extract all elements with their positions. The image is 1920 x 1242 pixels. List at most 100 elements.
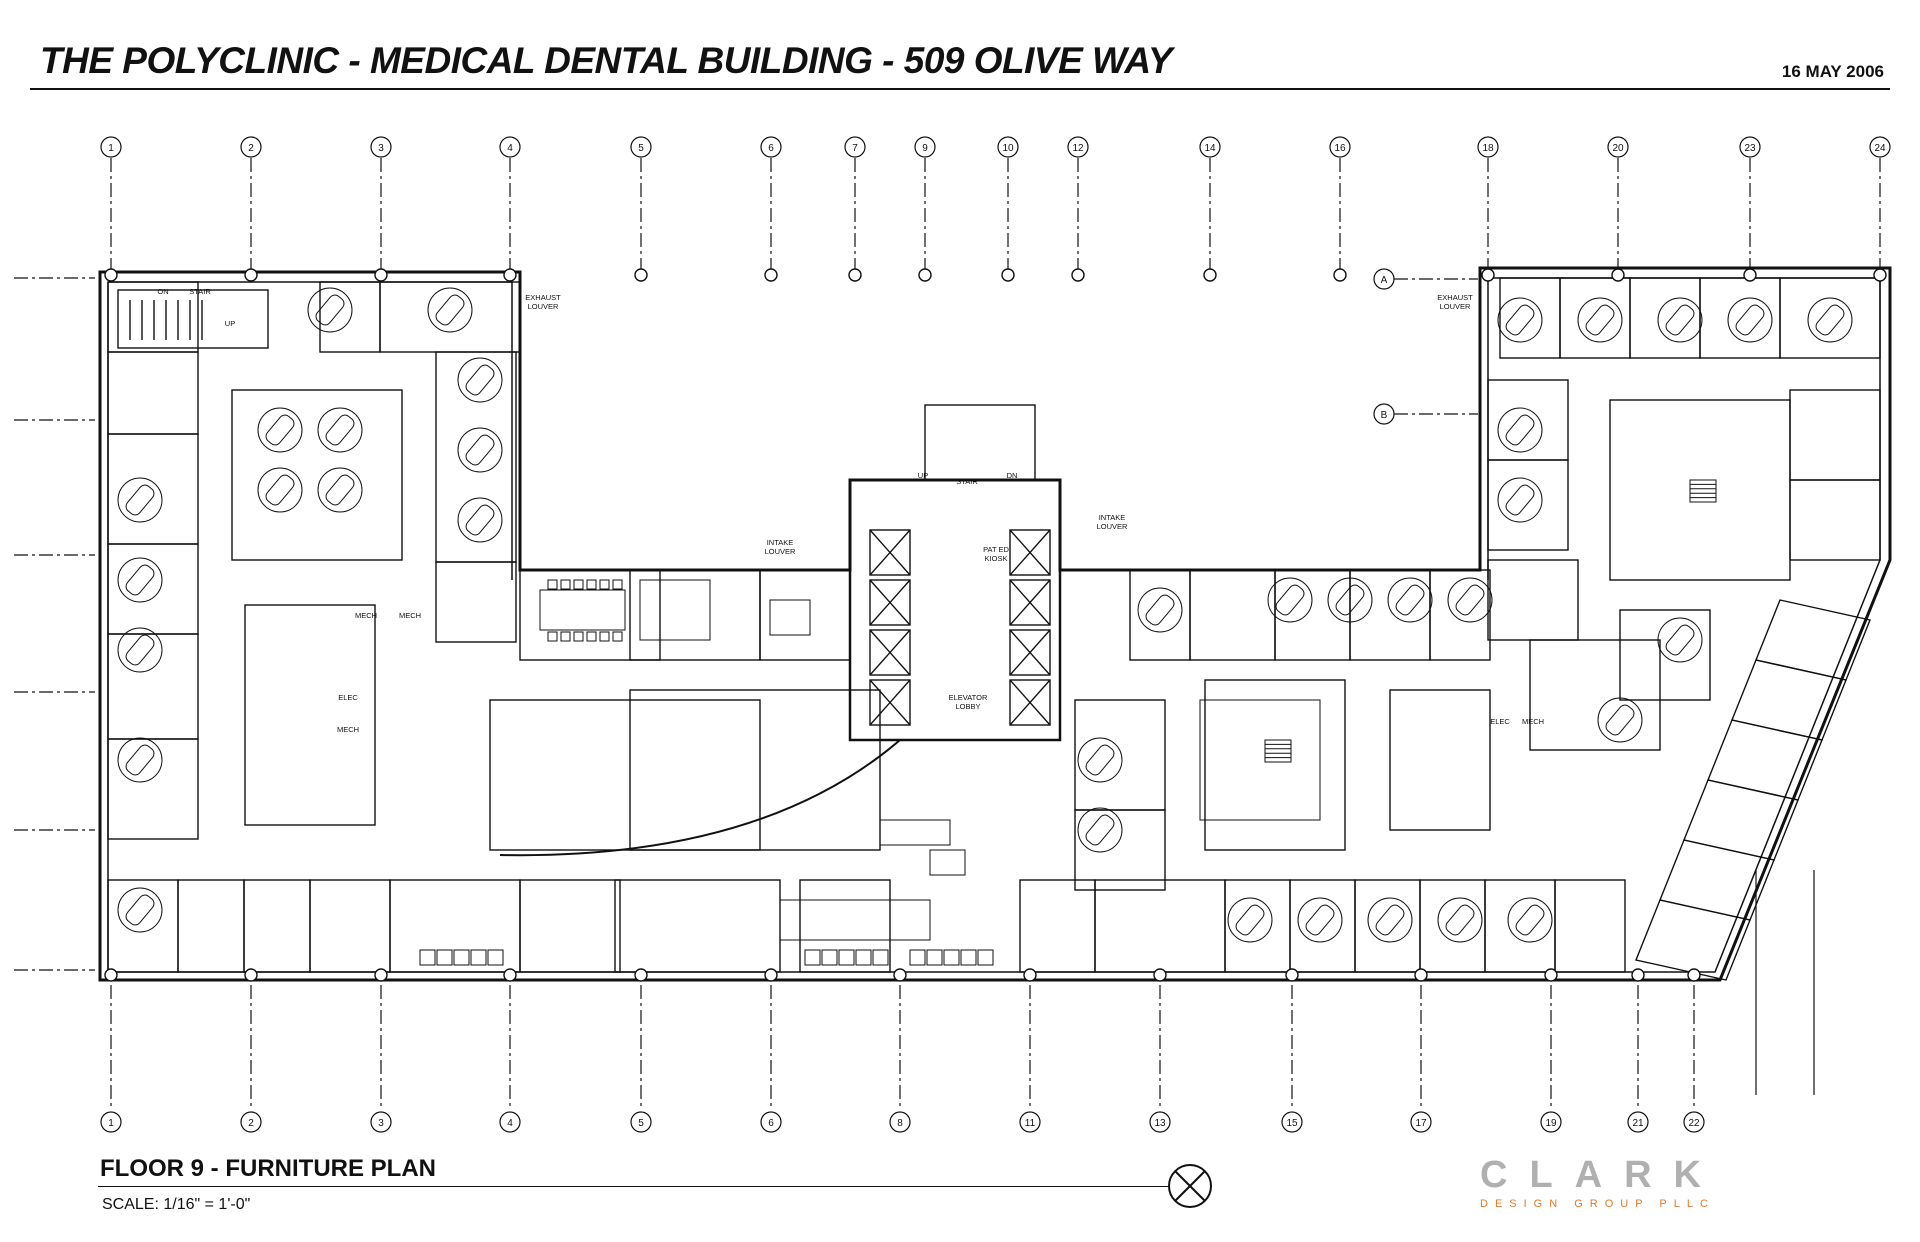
grid-bubble-top: 24 — [1869, 136, 1891, 158]
furniture-layer — [117, 287, 1853, 966]
dental-chair — [457, 427, 503, 473]
grid-bubble-top: 12 — [1067, 136, 1089, 158]
dental-chair — [307, 287, 353, 333]
dental-chair — [117, 887, 163, 933]
chair — [573, 579, 584, 590]
room — [1074, 809, 1166, 891]
svg-text:6: 6 — [768, 1118, 774, 1129]
grid-bubble-bottom: 21 — [1627, 1111, 1649, 1133]
svg-text:21: 21 — [1632, 1118, 1644, 1129]
waiting-chair — [821, 949, 838, 966]
room — [1074, 699, 1166, 811]
north-arrow — [1168, 1164, 1212, 1208]
svg-text:17: 17 — [1415, 1118, 1427, 1129]
room — [1629, 277, 1701, 359]
stair-center-dn-label: DN — [1007, 471, 1018, 480]
dental-chair — [457, 497, 503, 543]
room — [1484, 879, 1556, 973]
dental-chair — [117, 627, 163, 673]
svg-text:8: 8 — [897, 1118, 903, 1129]
dental-chair — [117, 477, 163, 523]
svg-text:2: 2 — [248, 1118, 254, 1129]
chair — [547, 631, 558, 642]
waiting-chair — [804, 949, 821, 966]
room — [107, 351, 199, 435]
chair — [586, 579, 597, 590]
svg-text:6: 6 — [768, 143, 774, 154]
logo-subtitle: DESIGN GROUP PLLC — [1480, 1198, 1715, 1210]
room — [1224, 879, 1291, 973]
svg-text:4: 4 — [507, 143, 513, 154]
waiting-chair — [960, 949, 977, 966]
room — [629, 569, 761, 661]
elevator-shaft — [869, 529, 911, 576]
svg-text:A: A — [1381, 275, 1388, 286]
scale-note: SCALE: 1/16" = 1'-0" — [102, 1196, 251, 1213]
floor-title: FLOOR 9 - FURNITURE PLAN — [100, 1155, 436, 1182]
dental-chair — [1297, 897, 1343, 943]
room — [309, 879, 391, 973]
dental-chair — [317, 407, 363, 453]
dental-chair — [317, 467, 363, 513]
grid-bubble-top: 16 — [1329, 136, 1351, 158]
room — [1779, 277, 1881, 359]
central-stair — [924, 404, 1036, 481]
waiting-chair — [453, 949, 470, 966]
room — [379, 281, 521, 353]
dental-chair — [457, 357, 503, 403]
room — [244, 604, 376, 826]
grid-bubble-bottom: 8 — [889, 1111, 911, 1133]
room — [614, 879, 781, 973]
room — [759, 569, 851, 661]
grid-bubble-top: 9 — [914, 136, 936, 158]
svg-text:10: 10 — [1002, 143, 1014, 154]
svg-text:18: 18 — [1482, 143, 1494, 154]
table — [879, 819, 951, 846]
elevator-shaft — [1009, 679, 1051, 726]
grille — [1689, 479, 1717, 503]
structural-columns — [104, 268, 1887, 982]
dental-chair — [1507, 897, 1553, 943]
waiting-chair — [872, 949, 889, 966]
grid-bubble-top: 23 — [1739, 136, 1761, 158]
elevator-shaft — [1009, 579, 1051, 626]
room — [1529, 639, 1661, 751]
grid-bubble-bottom: 3 — [370, 1111, 392, 1133]
chair — [599, 579, 610, 590]
grid-bubble-top: 10 — [997, 136, 1019, 158]
dental-chair — [1807, 297, 1853, 343]
grid-bubble-top: 7 — [844, 136, 866, 158]
room-angled — [1707, 719, 1823, 801]
chair — [560, 631, 571, 642]
grid-bubble-top: 20 — [1607, 136, 1629, 158]
chair — [560, 579, 571, 590]
svg-text:24: 24 — [1874, 143, 1886, 154]
table — [929, 849, 966, 876]
elec-label: ELEC — [338, 693, 358, 702]
dental-chair — [1657, 297, 1703, 343]
dental-chair — [1387, 577, 1433, 623]
waiting-chair — [909, 949, 926, 966]
grid-bubble-bottom: 13 — [1149, 1111, 1171, 1133]
table — [639, 579, 711, 641]
svg-text:15: 15 — [1286, 1118, 1298, 1129]
grid-bubble-top: 1 — [100, 136, 122, 158]
room — [319, 281, 381, 353]
room — [1389, 689, 1491, 831]
dental-chair — [1327, 577, 1373, 623]
svg-text:1: 1 — [108, 143, 114, 154]
room — [1349, 569, 1431, 661]
grid-bubble-bottom: 22 — [1683, 1111, 1705, 1133]
mech-label: MECH — [337, 725, 359, 734]
room — [799, 879, 891, 973]
inner-wall-left-wing — [107, 277, 1881, 973]
svg-text:2: 2 — [248, 143, 254, 154]
grid-bubble-row: A — [1373, 268, 1395, 290]
svg-text:B: B — [1381, 410, 1388, 421]
svg-text:9: 9 — [922, 143, 928, 154]
pat-ed-kiosk-label: KIOSK — [985, 554, 1008, 563]
dental-chair — [1497, 407, 1543, 453]
grid-bubble-bottom: 11 — [1019, 1111, 1041, 1133]
mech-label: MECH — [355, 611, 377, 620]
